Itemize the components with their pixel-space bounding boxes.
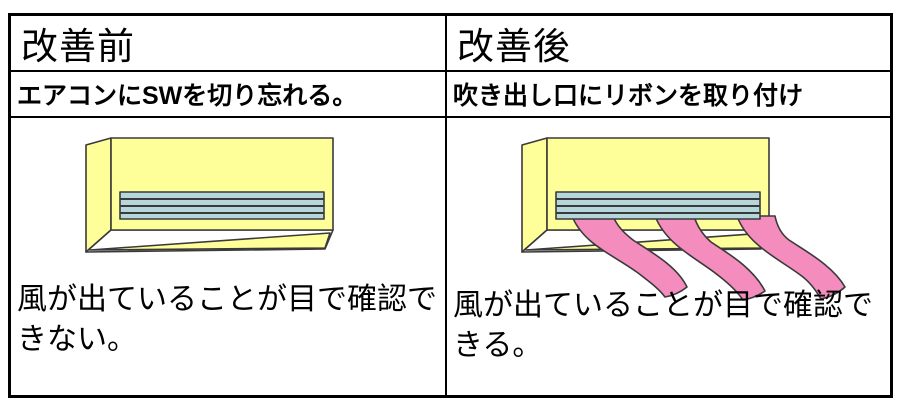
- air-conditioner-illustration-before: [85, 137, 334, 253]
- before-after-table: 改善前 改善後 エアコンにSWを切り忘れる。 吹き出し口にリボンを取り付け: [8, 13, 893, 398]
- air-conditioner-illustration-after: [521, 137, 846, 301]
- caption-after: 風が出ていることが目で確認できる。: [453, 289, 873, 362]
- subtitle-after-label: 吹き出し口にリボンを取り付け: [453, 82, 804, 110]
- subtitle-cell-after: 吹き出し口にリボンを取り付け: [447, 72, 890, 118]
- subtitle-cell-before: エアコンにSWを切り忘れる。: [11, 72, 447, 118]
- content-cell-before: 風が出ていることが目で確認できない。: [11, 118, 447, 395]
- ribbon-2: [654, 215, 766, 301]
- header-cell-after: 改善後: [447, 16, 890, 72]
- header-before-label: 改善前: [21, 26, 135, 67]
- ribbon-1: [571, 215, 688, 298]
- header-cell-before: 改善前: [11, 16, 447, 72]
- ribbon-3: [736, 215, 846, 300]
- ac-bottom-flap: [89, 232, 331, 251]
- caption-before: 風が出ていることが目で確認できない。: [17, 283, 437, 356]
- header-after-label: 改善後: [457, 26, 571, 67]
- content-cell-after: 風が出ていることが目で確認できる。: [447, 118, 890, 395]
- subtitle-before-label: エアコンにSWを切り忘れる。: [17, 82, 358, 110]
